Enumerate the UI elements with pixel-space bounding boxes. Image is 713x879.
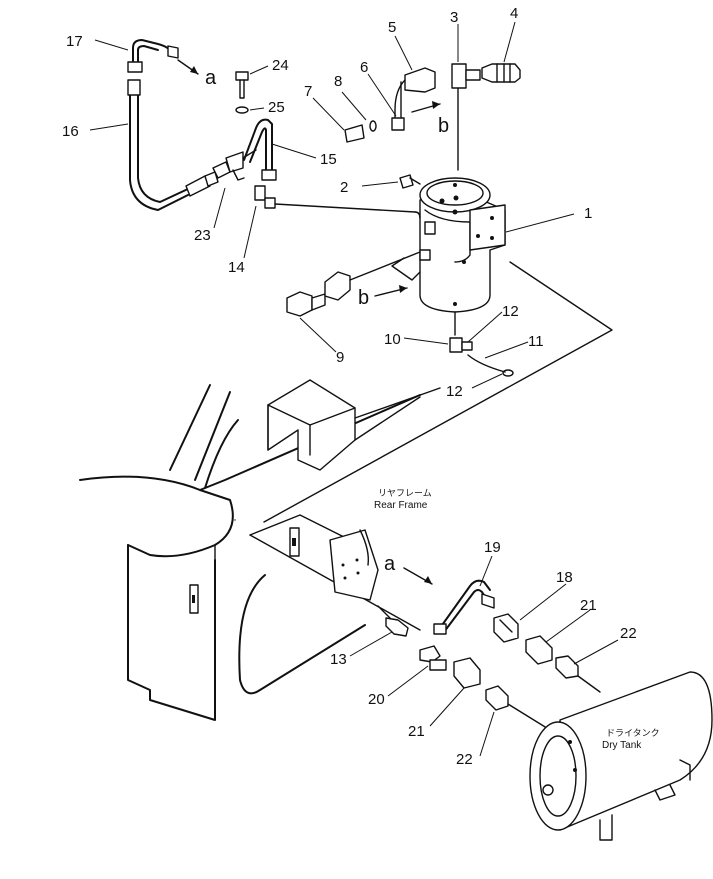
rear-frame (79, 261, 613, 721)
part-3-4-switch (451, 63, 521, 171)
rear-frame-jp: リヤフレーム (378, 488, 432, 499)
leader-lines (89, 21, 619, 757)
label-23: 23 (194, 227, 211, 244)
label-4: 4 (510, 5, 518, 22)
notes: リヤフレーム Rear Frame ドライタンク Dry Tank (374, 488, 660, 751)
part-2-fitting (399, 174, 421, 189)
label-8: 8 (334, 73, 342, 90)
label-6: 6 (360, 59, 368, 76)
part-numbers: 17 16 24 25 15 23 14 7 8 5 6 3 4 2 1 9 1… (62, 5, 637, 768)
label-3: 3 (450, 9, 458, 26)
part-5-6-valve (391, 67, 436, 131)
label-21-top: 21 (580, 597, 597, 614)
dry-tank-jp: ドライタンク (606, 728, 660, 739)
label-19: 19 (484, 539, 501, 556)
label-18: 18 (556, 569, 573, 586)
label-17: 17 (66, 33, 83, 50)
label-15: 15 (320, 151, 337, 168)
air-tank (419, 177, 514, 377)
label-24: 24 (272, 57, 289, 74)
dry-tank-en: Dry Tank (602, 740, 642, 751)
label-2: 2 (340, 179, 348, 196)
label-13: 13 (330, 651, 347, 668)
pipework-left (127, 39, 421, 219)
label-7: 7 (304, 83, 312, 100)
label-14: 14 (228, 259, 245, 276)
connector-a-bottom: a (384, 553, 396, 575)
label-5: 5 (388, 19, 396, 36)
label-9: 9 (336, 349, 344, 366)
part-7-8-bolt (344, 120, 377, 143)
part-9-fitting (286, 251, 421, 317)
label-1: 1 (584, 205, 592, 222)
connector-a-top: a (205, 67, 217, 89)
connector-arrows (177, 59, 441, 585)
connector-b-top: b (438, 115, 449, 137)
label-21-bottom: 21 (408, 723, 425, 740)
label-25: 25 (268, 99, 285, 116)
pipework-right (377, 579, 601, 731)
label-16: 16 (62, 123, 79, 140)
dry-tank (529, 671, 713, 841)
rear-frame-en: Rear Frame (374, 500, 428, 511)
connector-b-left: b (358, 287, 369, 309)
label-11: 11 (528, 333, 544, 350)
label-10: 10 (384, 331, 401, 348)
label-12-bottom: 12 (446, 383, 463, 400)
label-22-top: 22 (620, 625, 637, 642)
label-12-top: 12 (502, 303, 519, 320)
label-22-bottom: 22 (456, 751, 473, 768)
label-20: 20 (368, 691, 385, 708)
